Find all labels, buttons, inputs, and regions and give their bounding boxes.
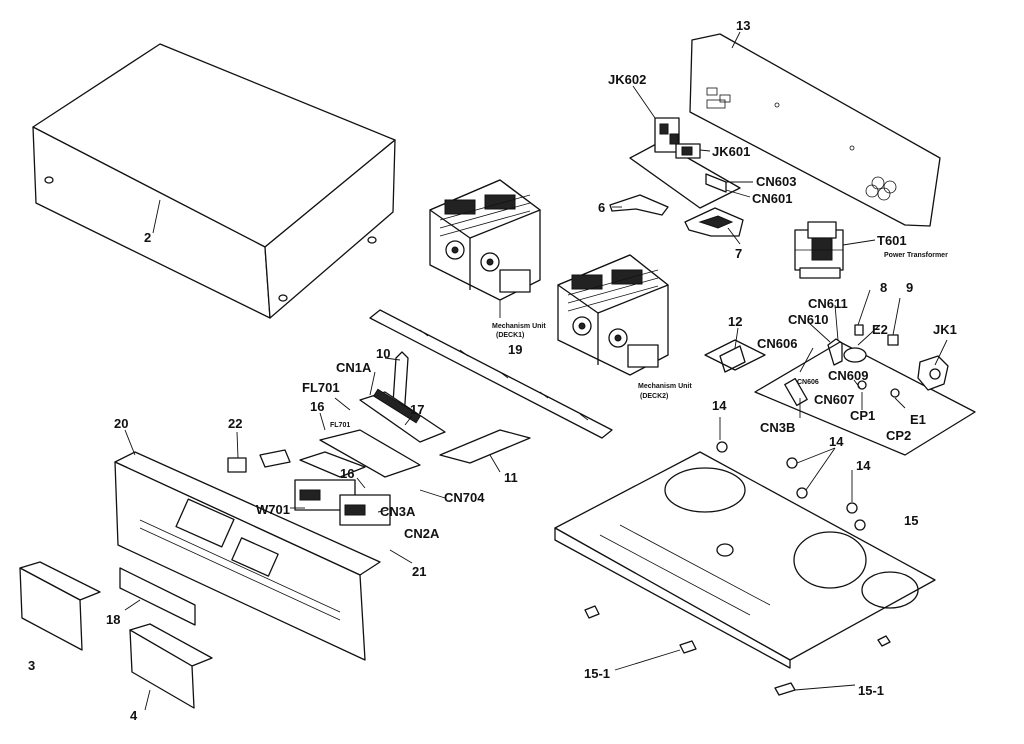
label-mechanism-deck1-sub: (DECK1)	[496, 332, 524, 339]
label-20: 20	[114, 416, 128, 431]
label-cn606-small: CN606	[797, 379, 819, 386]
label-cp2: CP2	[886, 428, 911, 443]
label-cn603: CN603	[756, 174, 796, 189]
flat-cables	[391, 345, 746, 464]
window-18	[119, 567, 196, 626]
label-16-lower: 16	[340, 466, 354, 481]
label-cn3b: CN3B	[760, 420, 795, 435]
cassette-door-4	[129, 623, 213, 709]
label-2: 2	[144, 230, 151, 245]
label-15-1-b: 15-1	[858, 683, 884, 698]
label-15-1-a: 15-1	[584, 666, 610, 681]
label-16-upper: 16	[310, 399, 324, 414]
label-cn610: CN610	[788, 312, 828, 327]
label-jk601: JK601	[712, 144, 750, 159]
label-8: 8	[880, 280, 887, 295]
label-21: 21	[412, 564, 426, 579]
power-transformer	[794, 221, 876, 279]
label-14-c: 14	[856, 458, 871, 473]
label-cn607: CN607	[814, 392, 854, 407]
label-cn606: CN606	[757, 336, 797, 351]
display-pcb	[294, 388, 446, 526]
label-cn704: CN704	[444, 490, 485, 505]
label-13: 13	[736, 18, 750, 33]
label-mechanism-deck2-sub: (DECK2)	[640, 393, 668, 400]
label-18: 18	[106, 612, 120, 627]
mechanism-unit-deck2	[557, 254, 669, 376]
top-cover	[32, 43, 396, 319]
label-cn2a: CN2A	[404, 526, 440, 541]
jack-pcb-assembly	[609, 117, 744, 237]
label-4: 4	[130, 708, 138, 723]
label-14-a: 14	[712, 398, 727, 413]
label-12: 12	[728, 314, 742, 329]
label-17: 17	[410, 402, 424, 417]
label-19: 19	[508, 342, 522, 357]
label-e2: E2	[872, 322, 888, 337]
label-cp1: CP1	[850, 408, 875, 423]
front-panel	[114, 449, 381, 661]
label-11: 11	[504, 470, 518, 485]
chassis-bracket-19	[369, 309, 613, 439]
mechanism-unit-deck1	[429, 179, 541, 318]
bottom-chassis	[554, 441, 936, 696]
part-labels: 13 JK602 JK601 CN603 CN601 6 7 T601 Powe…	[28, 18, 957, 723]
label-jk1: JK1	[933, 322, 957, 337]
label-15: 15	[904, 513, 918, 528]
label-w701: W701	[256, 502, 290, 517]
label-fl701: FL701	[302, 380, 340, 395]
label-14-b: 14	[829, 434, 844, 449]
main-pcb	[704, 289, 976, 456]
cassette-door-3	[19, 561, 101, 651]
label-t601: T601	[877, 233, 907, 248]
label-cn1a: CN1A	[336, 360, 372, 375]
label-6: 6	[598, 200, 605, 215]
label-cn609: CN609	[828, 368, 868, 383]
label-cn611: CN611	[808, 296, 848, 311]
label-e1: E1	[910, 412, 926, 427]
label-fl701-small: FL701	[330, 422, 350, 429]
label-cn3a: CN3A	[380, 504, 416, 519]
label-jk602: JK602	[608, 72, 646, 87]
label-7: 7	[735, 246, 742, 261]
label-mechanism-deck2: Mechanism Unit	[638, 383, 692, 390]
rear-panel	[689, 33, 941, 227]
label-mechanism-deck1: Mechanism Unit	[492, 323, 546, 330]
label-10: 10	[376, 346, 390, 361]
label-3: 3	[28, 658, 35, 673]
label-22: 22	[228, 416, 242, 431]
label-power-transformer: Power Transformer	[884, 252, 948, 259]
label-9: 9	[906, 280, 913, 295]
label-cn601: CN601	[752, 191, 792, 206]
leader-lines	[124, 31, 948, 711]
